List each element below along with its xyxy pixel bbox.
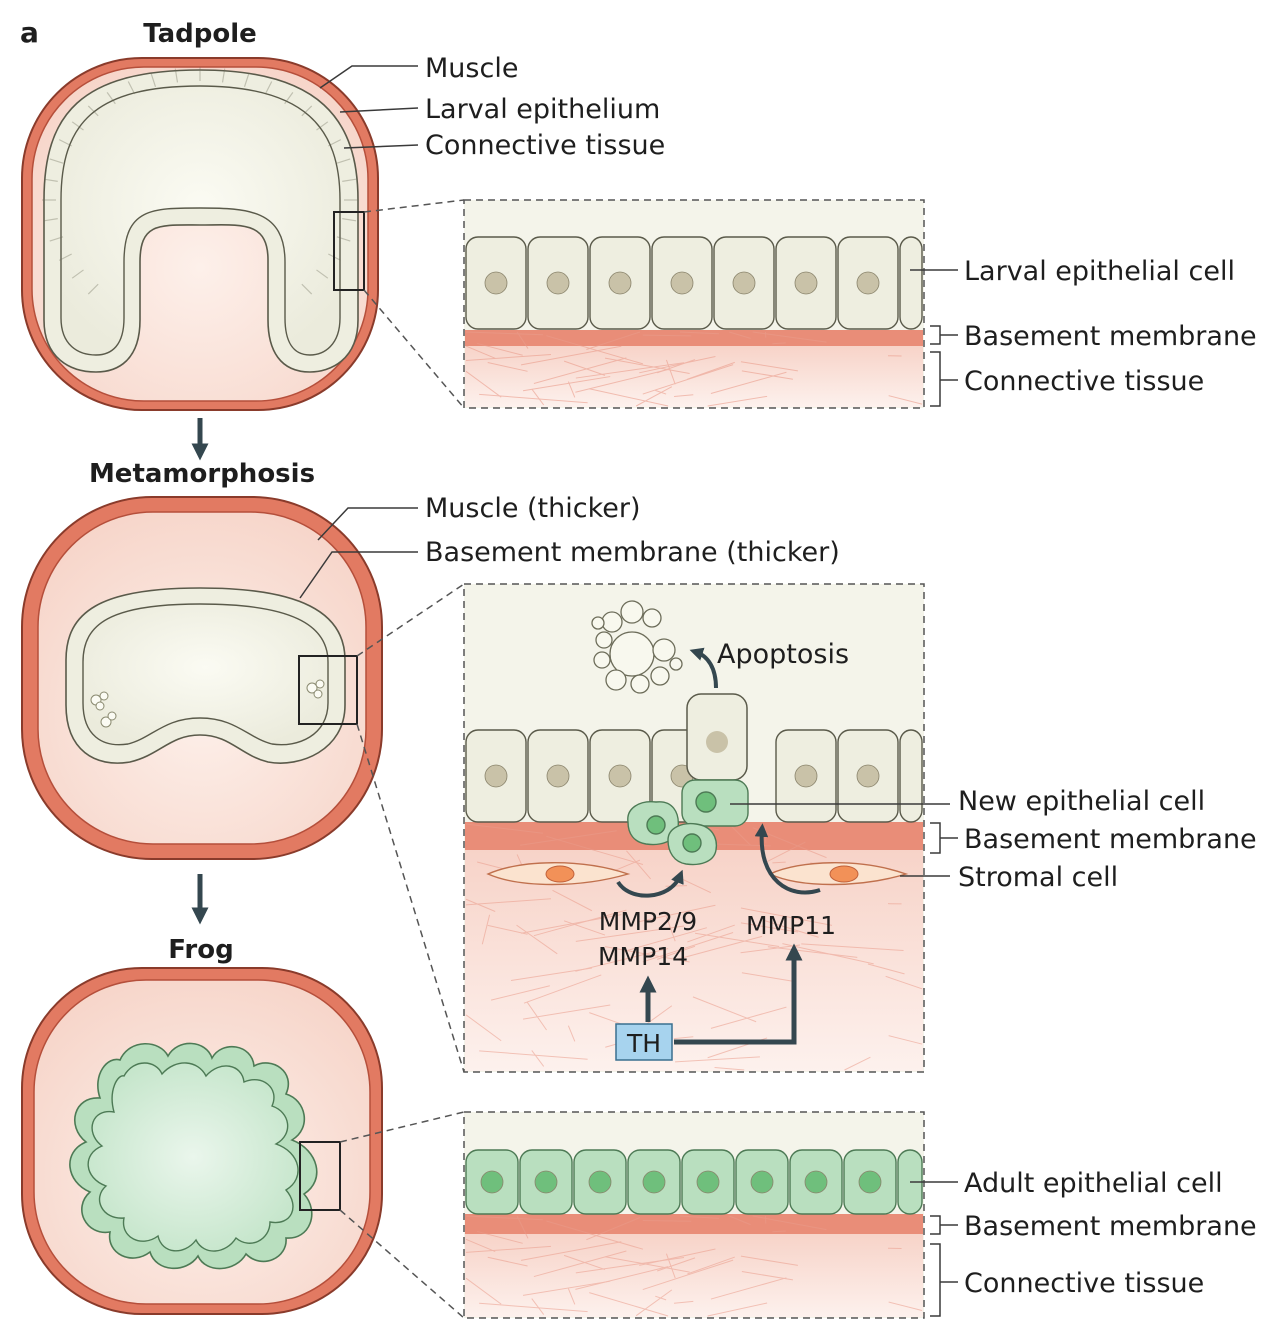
label-muscle-thicker: Muscle (thicker): [425, 493, 641, 524]
label-mmp14: MMP14: [598, 942, 688, 971]
tadpole-intestine-cross-section: [22, 58, 378, 410]
label-connective-tissue: Connective tissue: [425, 130, 665, 161]
label-th: TH: [626, 1029, 661, 1058]
cell-nucleus: [535, 1171, 557, 1193]
cell-nucleus: [751, 1171, 773, 1193]
frog-detail-panel: [464, 1112, 924, 1318]
cell-nucleus: [697, 1171, 719, 1193]
label-mmp11: MMP11: [746, 911, 836, 940]
cell-nucleus: [609, 272, 631, 294]
epithelial-cell: [900, 730, 922, 822]
metamorphosis-intestine-cross-section: [22, 497, 382, 859]
label-stromal-cell: Stromal cell: [958, 862, 1118, 893]
cell-nucleus: [481, 1171, 503, 1193]
larval-epithelial-cells: [466, 237, 922, 329]
label-basement-membrane-1: Basement membrane: [964, 321, 1257, 352]
label-larval-epithelium: Larval epithelium: [425, 94, 660, 125]
cell-nucleus: [859, 1171, 881, 1193]
label-mmp2-9: MMP2/9: [599, 907, 697, 936]
cell-nucleus: [805, 1171, 827, 1193]
cell-nucleus: [547, 272, 569, 294]
cell-nucleus: [589, 1171, 611, 1193]
label-connective-tissue-1: Connective tissue: [964, 366, 1204, 397]
label-adult-epithelial-cell: Adult epithelial cell: [964, 1168, 1223, 1199]
frog-intestine-cross-section: [22, 968, 382, 1314]
stage-title-tadpole: Tadpole: [143, 19, 257, 49]
cell-nucleus: [857, 272, 879, 294]
stage-title-metamorphosis: Metamorphosis: [89, 459, 315, 489]
cell-nucleus: [609, 765, 631, 787]
cell-nucleus: [643, 1171, 665, 1193]
cell-nucleus: [795, 765, 817, 787]
label-basement-membrane-thicker: Basement membrane (thicker): [425, 537, 840, 568]
cell-nucleus: [485, 765, 507, 787]
stage-title-frog: Frog: [168, 935, 233, 965]
tadpole-detail-panel: [464, 200, 924, 408]
cell-nucleus: [485, 272, 507, 294]
label-larval-epithelial-cell: Larval epithelial cell: [964, 256, 1235, 287]
metamorphosis-detail-panel: MMP2/9 MMP14 MMP11 TH: [464, 584, 924, 1072]
panel-label: a: [20, 16, 39, 49]
label-connective-tissue-3: Connective tissue: [964, 1268, 1204, 1299]
label-muscle: Muscle: [425, 53, 518, 84]
cell-nucleus: [857, 765, 879, 787]
adult-epithelial-cells: [466, 1150, 922, 1214]
cell-nucleus: [795, 272, 817, 294]
label-new-epithelial-cell: New epithelial cell: [958, 786, 1205, 817]
label-apoptosis: Apoptosis: [717, 639, 849, 670]
label-basement-membrane-3: Basement membrane: [964, 1211, 1257, 1242]
label-basement-membrane-2: Basement membrane: [964, 824, 1257, 855]
cell-nucleus: [733, 272, 755, 294]
epithelial-cell: [900, 237, 922, 329]
cell-nucleus: [671, 272, 693, 294]
cell-nucleus: [547, 765, 569, 787]
